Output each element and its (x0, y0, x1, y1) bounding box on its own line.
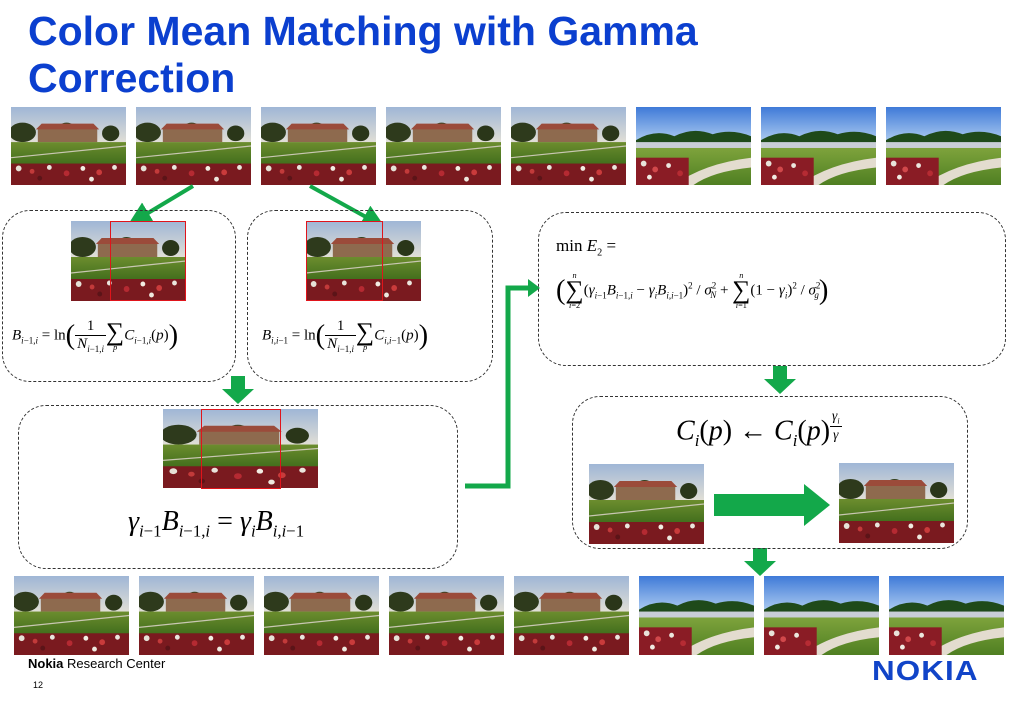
energy-formula: (n∑i=2(γi−1Bi−1,i − γiBi,i−1)2 / σ2N + n… (556, 271, 829, 311)
panel-correction (572, 396, 968, 549)
title-line-1: Color Mean Matching with Gamma (28, 8, 698, 54)
page-number: 12 (33, 680, 44, 690)
bottom-photo-5 (514, 576, 629, 655)
bottom-photo-6 (639, 576, 754, 655)
top-photo-6 (636, 107, 751, 185)
correction-after-photo (839, 463, 954, 543)
panel-right-overlap-box (306, 221, 383, 301)
top-photo-1 (11, 107, 126, 185)
top-photo-4 (386, 107, 501, 185)
panel-gain-overlap-box (201, 409, 281, 489)
bottom-photo-7 (764, 576, 879, 655)
bottom-photo-1 (14, 576, 129, 655)
energy-min-label: min E2 = (556, 236, 617, 259)
top-photo-5 (511, 107, 626, 185)
panel-left-overlap-box (110, 221, 186, 301)
panel-gain-equation (18, 405, 458, 569)
footer-brand-rest: Research Center (63, 656, 166, 671)
top-photo-7 (761, 107, 876, 185)
panel-right-estimate (247, 210, 493, 382)
panel-energy (538, 212, 1006, 366)
gain-equation: γi−1Bi−1,i = γiBi,i−1 (128, 506, 305, 541)
footer-brand: Nokia Research Center (28, 656, 165, 671)
slide-title: Color Mean Matching with Gamma Correctio… (28, 8, 928, 102)
panel-left-estimate (2, 210, 236, 382)
title-line-2: Correction (28, 55, 236, 101)
top-photo-8 (886, 107, 1001, 185)
bottom-photo-8 (889, 576, 1004, 655)
bottom-photo-4 (389, 576, 504, 655)
top-photo-2 (136, 107, 251, 185)
bottom-photo-2 (139, 576, 254, 655)
top-photo-3 (261, 107, 376, 185)
bottom-photo-3 (264, 576, 379, 655)
correction-before-photo (589, 464, 704, 544)
footer-brand-bold: Nokia (28, 656, 64, 671)
nokia-logo: NOKIA (872, 655, 979, 686)
